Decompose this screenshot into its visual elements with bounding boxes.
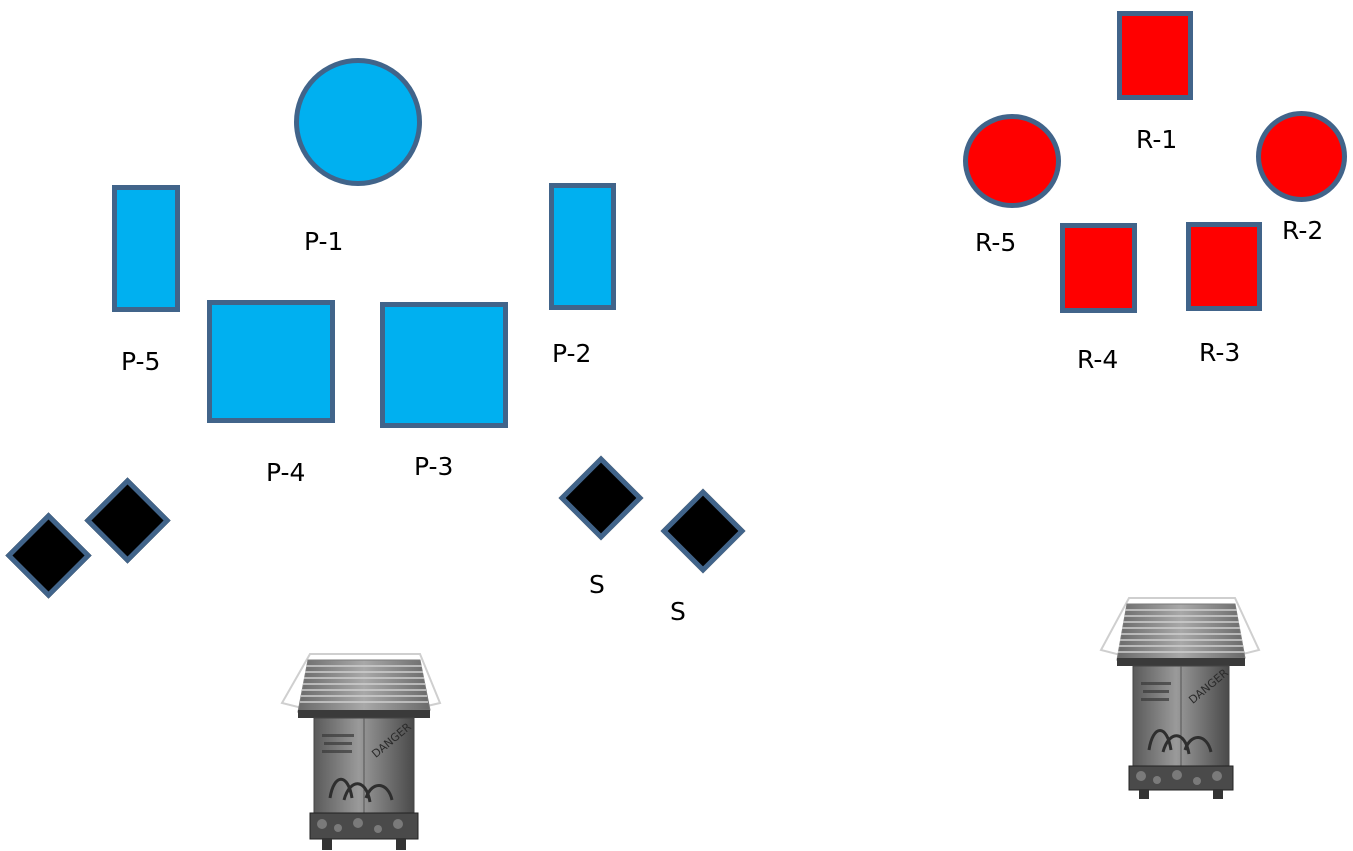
p3-label: P-3 bbox=[414, 452, 454, 481]
r1-label: R-1 bbox=[1136, 125, 1178, 154]
r3-square bbox=[1186, 222, 1262, 311]
r4-label: R-4 bbox=[1077, 345, 1119, 374]
diamond-s-1 bbox=[558, 455, 644, 541]
s2-label: S bbox=[670, 597, 686, 626]
p2-label: P-2 bbox=[552, 339, 592, 368]
p5-rect bbox=[112, 185, 180, 312]
r4-square bbox=[1060, 223, 1137, 313]
diamond-left-2 bbox=[84, 477, 171, 564]
r5-circle bbox=[963, 114, 1061, 208]
r5-label: R-5 bbox=[975, 228, 1017, 257]
s1-label: S bbox=[589, 570, 605, 599]
r2-label: R-2 bbox=[1282, 216, 1324, 245]
p2-rect bbox=[549, 183, 616, 310]
diamond-left-1 bbox=[5, 512, 92, 599]
p4-square bbox=[207, 300, 335, 423]
p4-label: P-4 bbox=[266, 458, 306, 487]
field-station-icon: DANGER bbox=[280, 653, 442, 850]
p3-square bbox=[380, 302, 508, 428]
r2-circle bbox=[1256, 111, 1347, 202]
p1-circle bbox=[294, 58, 422, 186]
p5-label: P-5 bbox=[121, 347, 161, 376]
r1-square bbox=[1117, 11, 1193, 100]
r3-label: R-3 bbox=[1199, 338, 1241, 367]
diamond-s-2 bbox=[660, 488, 746, 574]
field-station-icon: DANGER bbox=[1099, 597, 1261, 799]
p1-label: P-1 bbox=[304, 227, 344, 256]
